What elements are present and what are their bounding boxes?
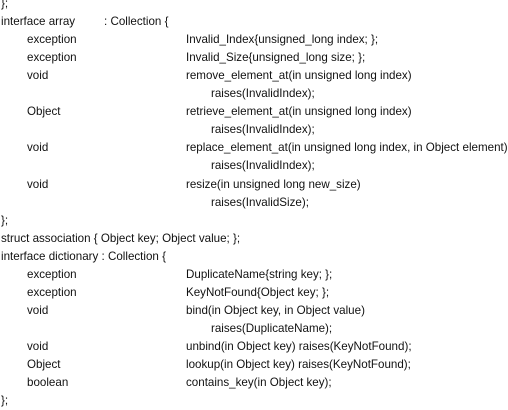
code-line: }; — [0, 0, 508, 13]
code-line: void replace_element_at(in unsigned long … — [0, 139, 508, 157]
code-line: void unbind(in Object key) raises(KeyNotF… — [0, 338, 508, 356]
type-keyword: exception — [27, 285, 77, 299]
declaration: KeyNotFound{Object key; }; — [186, 285, 330, 299]
raises-clause: raises(InvalidIndex); — [211, 123, 315, 137]
declaration: contains_key(in Object key); — [186, 376, 332, 390]
declaration: resize(in unsigned long new_size) — [186, 177, 361, 191]
code-line: exception Invalid_Index{unsigned_long ind… — [0, 31, 508, 49]
code-line: }; — [0, 212, 508, 230]
type-keyword: void — [27, 177, 49, 191]
declaration: Invalid_Size{unsigned_long size; }; — [186, 51, 366, 65]
declaration: unbind(in Object key) raises(KeyNotFound… — [186, 339, 412, 353]
code-line: exception Invalid_Size{unsigned_long size… — [0, 49, 508, 67]
code-line: raises(DuplicateName); — [0, 320, 508, 338]
code-line: void bind(in Object key, in Object value) — [0, 302, 508, 320]
code-line: void remove_element_at(in unsigned long i… — [0, 67, 508, 85]
code-line: void resize(in unsigned long new_size) — [0, 176, 508, 194]
raises-clause: raises(InvalidIndex); — [211, 87, 315, 101]
type-keyword: void — [27, 339, 49, 353]
code-line: raises(InvalidIndex); — [0, 157, 508, 175]
code-line: raises(InvalidIndex); — [0, 121, 508, 139]
declaration: Invalid_Index{unsigned_long index; }; — [186, 33, 379, 47]
code-line: struct association { Object key; Object … — [0, 230, 508, 248]
code-text: }; — [1, 0, 9, 10]
code-line: interface dictionary : Collection { — [0, 248, 508, 266]
code-line: Object retrieve_element_at(in unsigned lo… — [0, 103, 508, 121]
code-text: interface array — [1, 15, 76, 29]
declaration: DuplicateName{string key; }; — [186, 267, 333, 281]
type-keyword: boolean — [27, 376, 69, 390]
type-keyword: void — [27, 303, 49, 317]
code-line: raises(InvalidSize); — [0, 194, 508, 212]
declaration: replace_element_at(in unsigned long inde… — [186, 141, 508, 155]
declaration: retrieve_element_at(in unsigned long ind… — [186, 105, 412, 119]
declaration: lookup(in Object key) raises(KeyNotFound… — [186, 358, 411, 371]
type-keyword: exception — [27, 33, 77, 47]
type-keyword: Object — [27, 358, 61, 371]
code-line: boolean contains_key(in Object key); — [0, 374, 508, 392]
raises-clause: raises(DuplicateName); — [211, 321, 333, 335]
code-text: interface dictionary : Collection { — [1, 249, 166, 263]
type-keyword: exception — [27, 267, 77, 281]
code-line: }; — [0, 392, 508, 410]
declaration: remove_element_at(in unsigned long index… — [186, 69, 412, 83]
type-keyword: void — [27, 141, 49, 155]
declaration: bind(in Object key, in Object value) — [186, 303, 365, 317]
type-keyword: Object — [27, 105, 61, 119]
raises-clause: raises(InvalidIndex); — [211, 159, 315, 173]
code-text: }; — [1, 394, 9, 408]
code-text: struct association { Object key; Object … — [1, 231, 241, 245]
code-text: : Collection { — [104, 15, 169, 29]
code-line: Object lookup(in Object key) raises(KeyNo… — [0, 356, 508, 374]
type-keyword: void — [27, 69, 49, 83]
code-line: exception DuplicateName{string key; }; — [0, 266, 508, 284]
code-line: interface array : Collection { — [0, 13, 508, 31]
type-keyword: exception — [27, 51, 77, 65]
raises-clause: raises(InvalidSize); — [211, 195, 309, 209]
code-line: exception KeyNotFound{Object key; }; — [0, 284, 508, 302]
code-text: }; — [1, 213, 9, 227]
code-line: raises(InvalidIndex); — [0, 85, 508, 103]
